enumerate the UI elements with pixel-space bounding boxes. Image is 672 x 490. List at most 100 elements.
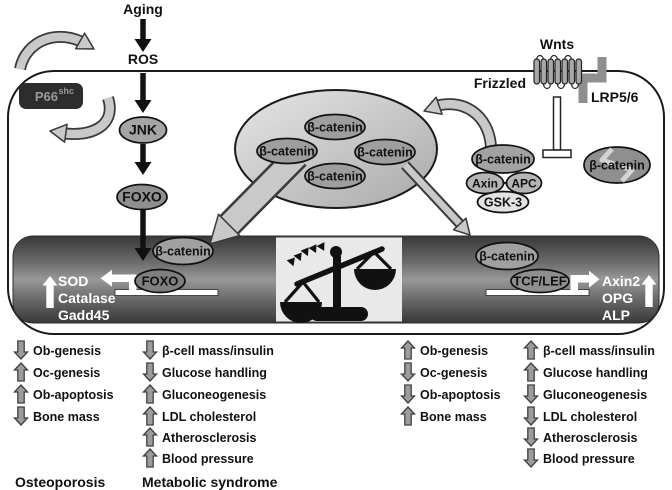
pool-to-foxo-arrow-icon: [209, 146, 307, 245]
inhibition-bar-icon: [542, 96, 572, 159]
axin-node: [465, 171, 505, 195]
down-arrow-icon: [13, 340, 29, 360]
outcome-item: Atherosclerosis: [523, 427, 638, 447]
outcome-item: Ob-apoptosis: [400, 384, 501, 404]
beta-catenin-node: [583, 146, 651, 184]
target-gene: SOD: [58, 273, 88, 289]
beta-catenin-node: [304, 113, 366, 141]
down-arrow-icon: [13, 406, 29, 426]
outcome-item: Atherosclerosis: [142, 427, 257, 447]
outcome-item: Ob-genesis: [13, 340, 101, 360]
up-arrow-icon: [142, 448, 158, 468]
outcome-label: Atherosclerosis: [543, 431, 638, 445]
beta-catenin-label: β-catenin: [259, 145, 315, 159]
outcome-label: LDL cholesterol: [162, 410, 256, 424]
metabolic-syndrome-label: Metabolic syndrome: [142, 474, 278, 490]
outcome-label: Atherosclerosis: [162, 431, 257, 445]
outcome-label: Oc-genesis: [33, 366, 100, 380]
up-arrow-icon: [142, 384, 158, 404]
down-arrow-icon: [142, 362, 158, 382]
pool-to-tcf-arrow-icon: [401, 161, 471, 236]
outcome-item: β-cell mass/insulin: [523, 340, 655, 360]
bent-arrow-left-icon: [100, 269, 137, 290]
arrowhead-icon: [134, 100, 152, 113]
outcome-lists: Ob-genesis Oc-genesis Ob-apoptosis Bone …: [13, 340, 655, 490]
balance-scale-icon: [280, 239, 396, 323]
down-arrow-icon: [523, 448, 539, 468]
outcome-item: LDL cholesterol: [523, 406, 637, 426]
beta-catenin-label: β-catenin: [475, 153, 531, 167]
outcome-item: Glucose handling: [523, 362, 648, 382]
beta-catenin-label: β-catenin: [307, 170, 363, 184]
osteoporosis-label: Osteoporosis: [15, 474, 105, 490]
target-gene: ALP: [602, 307, 630, 323]
aging-label: Aging: [123, 1, 163, 17]
foxo-node: [134, 268, 186, 294]
outcome-item: Glucose handling: [142, 362, 267, 382]
ros-label: ROS: [128, 51, 158, 67]
up-arrow-icon: [400, 340, 416, 360]
up-arrow-icon: [142, 427, 158, 447]
beta-catenin-label: β-catenin: [479, 250, 535, 264]
outcome-label: Gluconeogenesis: [162, 388, 266, 402]
up-arrow-icon: [142, 406, 158, 426]
frizzled-label: Frizzled: [474, 75, 526, 91]
outcome-item: LDL cholesterol: [142, 406, 256, 426]
outcome-item: Blood pressure: [142, 448, 254, 468]
tcf-promoter: Axin2 OPG ALP β-catenin TCF/LEF: [475, 241, 657, 323]
beta-catenin-label: β-catenin: [589, 159, 645, 173]
arrowhead-icon: [134, 162, 152, 175]
lrp-label: LRP5/6: [591, 89, 639, 105]
feedback-arrow-up-icon: [14, 30, 95, 71]
outcome-label: Gluconeogenesis: [543, 388, 647, 402]
lrp-coreceptor-icon: [578, 57, 607, 103]
foxo-node: [116, 183, 168, 211]
outcome-item: β-cell mass/insulin: [142, 340, 274, 360]
p66shc-feedback: P66 shc: [14, 30, 116, 143]
outcome-label: Blood pressure: [162, 452, 254, 466]
target-gene: Axin2: [602, 273, 640, 289]
gsk3-label: GSK-3: [484, 196, 522, 210]
foxo-promoter: SOD Catalase Gadd45 β-catenin FOXO: [42, 236, 219, 323]
arrowhead-icon: [134, 248, 152, 261]
up-arrow-icon: [400, 406, 416, 426]
beta-catenin-node: [354, 138, 416, 166]
outcome-label: Bone mass: [33, 410, 100, 424]
down-arrow-icon: [400, 384, 416, 404]
outcome-item: Blood pressure: [523, 448, 635, 468]
target-gene: Catalase: [58, 290, 116, 306]
nuclear-band: SOD Catalase Gadd45 β-catenin FOXO Axin2…: [12, 235, 660, 324]
up-arrow-icon: [13, 362, 29, 382]
outcome-label: Ob-genesis: [420, 344, 488, 358]
outcome-item: Gluconeogenesis: [142, 384, 266, 404]
p66shc-box: [19, 83, 83, 109]
outcome-label: Oc-genesis: [420, 366, 487, 380]
down-arrow-icon: [523, 406, 539, 426]
beta-catenin-label: β-catenin: [155, 245, 211, 259]
outcome-label: Blood pressure: [543, 452, 635, 466]
outcome-label: Glucose handling: [543, 366, 648, 380]
outcome-label: Ob-apoptosis: [33, 388, 114, 402]
gsk3-node: [476, 190, 530, 214]
feedback-arrow-down-icon: [49, 96, 116, 143]
p66shc-superscript: shc: [59, 86, 75, 96]
jnk-label: JNK: [129, 122, 157, 138]
outcome-label: LDL cholesterol: [543, 410, 637, 424]
tcf-lef-label: TCF/LEF: [513, 274, 566, 289]
outcome-item: Oc-genesis: [13, 362, 100, 382]
down-arrow-icon: [523, 384, 539, 404]
outcome-item: Bone mass: [13, 406, 100, 426]
beta-catenin-node: [152, 236, 214, 266]
beta-catenin-label: β-catenin: [357, 146, 413, 160]
up-arrow-icon: [42, 276, 58, 308]
outcome-label: Glucose handling: [162, 366, 267, 380]
up-arrow-icon: [523, 362, 539, 382]
arrowhead-icon: [134, 39, 152, 52]
bent-arrow-right-icon: [570, 270, 600, 291]
beta-catenin-label: β-catenin: [307, 121, 363, 135]
beta-catenin-node: [256, 137, 318, 165]
frizzled-receptor-icon: [533, 54, 583, 90]
turnover-arrows-icon: [599, 147, 635, 183]
target-gene: Gadd45: [58, 307, 110, 323]
